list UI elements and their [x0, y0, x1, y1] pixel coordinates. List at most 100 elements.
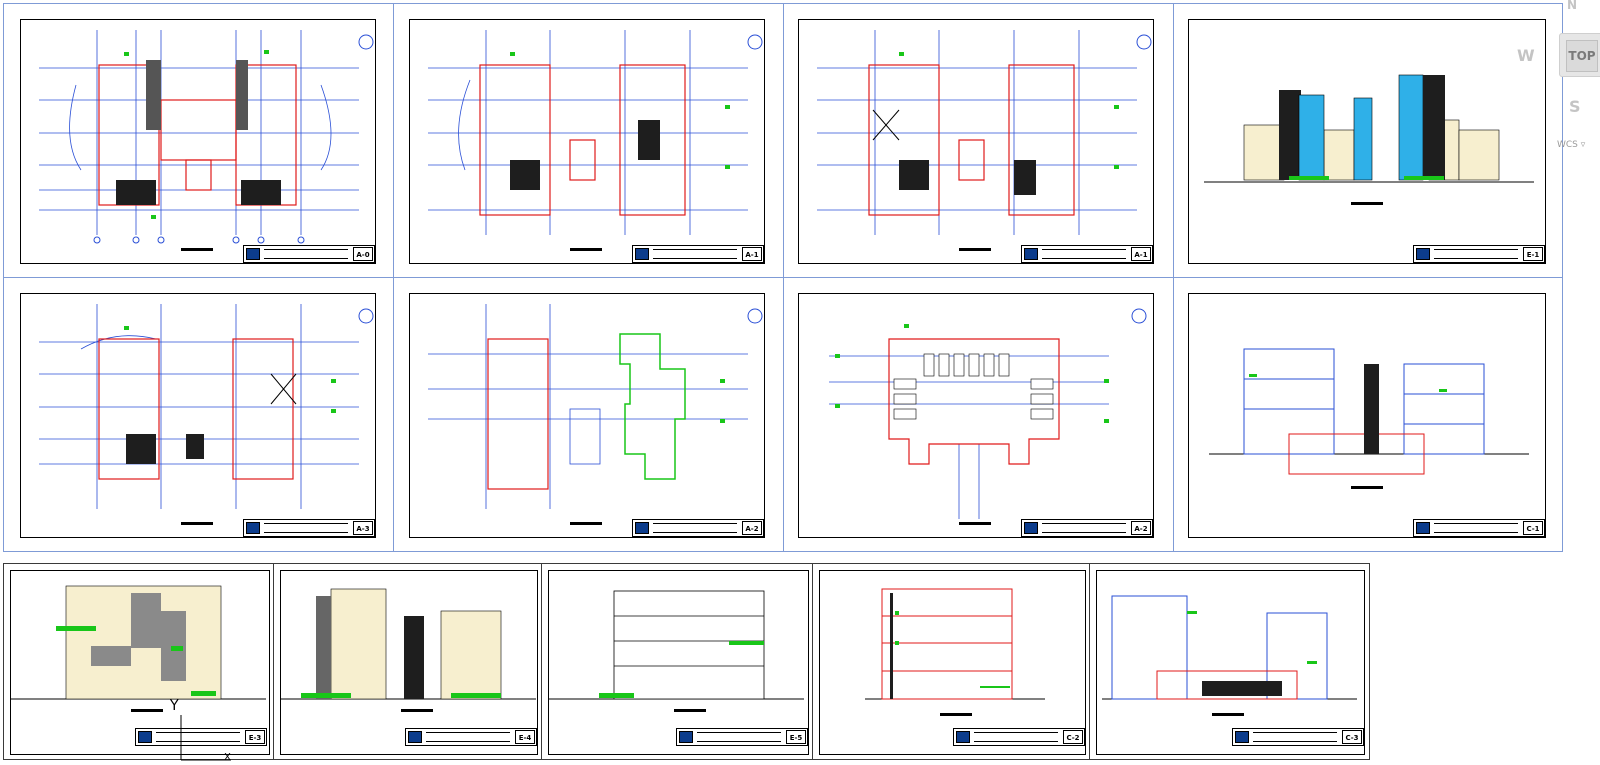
rear-elevation-drawing — [549, 590, 804, 700]
sheet-number: A-0 — [353, 247, 373, 261]
sheet-number: C-1 — [1523, 521, 1543, 535]
viewport-sheet-a2[interactable]: A-2 — [393, 277, 784, 552]
drawing-sheet: A-1 — [409, 19, 765, 264]
wcs-menu[interactable]: WCS ▿ — [1557, 140, 1585, 150]
logo-icon — [138, 731, 152, 743]
floor-plan-drawing — [39, 30, 374, 244]
viewport-sheet-a3[interactable]: A-3 — [3, 277, 394, 552]
sheet-caption — [570, 248, 602, 251]
color-elevation-drawing — [1204, 74, 1534, 183]
drawing-sheet: A-1 — [798, 19, 1154, 264]
sheet-caption — [181, 522, 213, 525]
sheet-caption — [181, 248, 213, 251]
logo-icon — [1024, 248, 1038, 260]
sheet-caption — [401, 709, 433, 712]
title-block: A-0 — [243, 245, 375, 263]
viewcube-south[interactable]: S — [1569, 97, 1581, 116]
drawing-sheet: A-0 — [20, 19, 376, 264]
logo-icon — [1024, 522, 1038, 534]
viewport-sheet-a0[interactable]: A-0 — [3, 3, 394, 278]
viewcube[interactable]: TOP — [1559, 33, 1600, 77]
drawing-sheet: C-2 — [819, 570, 1086, 755]
tall-section-drawing — [865, 588, 1045, 700]
drawing-sheet: C-1 — [1188, 293, 1546, 538]
logo-icon — [1416, 248, 1430, 260]
sheet-number: E-5 — [786, 730, 806, 744]
parking-plan-drawing — [829, 308, 1147, 519]
ucs-y-label: Y — [170, 698, 179, 714]
viewport-sheet-c2[interactable]: C-2 — [812, 563, 1091, 760]
front-elevation-drawing — [281, 588, 536, 700]
viewport-sheet-c1[interactable]: C-1 — [1173, 277, 1563, 552]
title-block: A-3 — [243, 519, 375, 537]
sheet-number: A-2 — [742, 521, 762, 535]
sheet-number: E-4 — [515, 730, 535, 744]
title-block: E-3 — [135, 728, 267, 746]
title-block: C-1 — [1413, 519, 1545, 537]
sheet-caption — [959, 248, 991, 251]
sheet-caption — [570, 522, 602, 525]
title-block: E-5 — [676, 728, 808, 746]
logo-icon — [635, 522, 649, 534]
title-block: A-2 — [632, 519, 764, 537]
viewport-sheet-e4[interactable]: E-4 — [273, 563, 543, 760]
wide-section-drawing — [1102, 595, 1357, 700]
sheet-number: A-1 — [1131, 247, 1151, 261]
sheet-caption — [1351, 202, 1383, 205]
drawing-sheet: E-5 — [548, 570, 809, 755]
roof-plan-drawing — [428, 304, 763, 509]
drawing-sheet: E-4 — [280, 570, 538, 755]
viewport-sheet-e3[interactable]: E-3 — [3, 563, 275, 760]
logo-icon — [679, 731, 693, 743]
viewport-sheet-a1b[interactable]: A-1 — [783, 3, 1174, 278]
viewport-sheet-a2b[interactable]: A-2 — [783, 277, 1174, 552]
viewcube-west[interactable]: W — [1517, 46, 1535, 65]
logo-icon — [1235, 731, 1249, 743]
logo-icon — [246, 522, 260, 534]
drawing-sheet: A-2 — [409, 293, 765, 538]
title-block: A-2 — [1021, 519, 1153, 537]
sheet-caption — [959, 522, 991, 525]
viewport-sheet-a1[interactable]: A-1 — [393, 3, 784, 278]
sheet-caption — [131, 709, 163, 712]
title-block: A-1 — [1021, 245, 1153, 263]
sheet-number: A-1 — [742, 247, 762, 261]
logo-icon — [408, 731, 422, 743]
floor-plan-drawing — [428, 30, 763, 235]
sheet-number: E-3 — [245, 730, 265, 744]
sheet-number: E-1 — [1523, 247, 1543, 261]
sheet-caption — [1212, 713, 1244, 716]
sheet-number: A-3 — [353, 521, 373, 535]
logo-icon — [246, 248, 260, 260]
sheet-caption — [674, 709, 706, 712]
floor-plan-drawing — [817, 30, 1152, 235]
viewport-sheet-e1[interactable]: E-1 — [1173, 3, 1563, 278]
sheet-number: C-3 — [1342, 730, 1362, 744]
logo-icon — [956, 731, 970, 743]
ucs-x-label: X — [224, 752, 231, 763]
logo-icon — [1416, 522, 1430, 534]
sheet-caption — [1351, 486, 1383, 489]
sheet-number: C-2 — [1063, 730, 1083, 744]
viewport-sheet-c3[interactable]: C-3 — [1089, 563, 1370, 760]
viewcube-top-face[interactable]: TOP — [1566, 40, 1598, 72]
floor-plan-drawing — [39, 304, 374, 509]
title-block: E-1 — [1413, 245, 1545, 263]
chevron-down-icon: ▿ — [1580, 140, 1586, 150]
drawing-sheet: C-3 — [1096, 570, 1365, 755]
section-drawing — [1209, 348, 1529, 475]
drawing-sheet: E-3 — [10, 570, 270, 755]
viewport-sheet-e5[interactable]: E-5 — [541, 563, 814, 760]
wcs-label: WCS — [1557, 140, 1578, 150]
title-block: E-4 — [405, 728, 537, 746]
title-block: A-1 — [632, 245, 764, 263]
viewcube-north[interactable]: N — [1567, 0, 1578, 12]
title-block: C-3 — [1232, 728, 1364, 746]
title-block: C-2 — [953, 728, 1085, 746]
sheet-number: A-2 — [1131, 521, 1151, 535]
drawing-sheet: A-3 — [20, 293, 376, 538]
sheet-caption — [940, 713, 972, 716]
logo-icon — [635, 248, 649, 260]
drawing-sheet: E-1 — [1188, 19, 1546, 264]
ucs-icon: Y X — [170, 698, 236, 763]
